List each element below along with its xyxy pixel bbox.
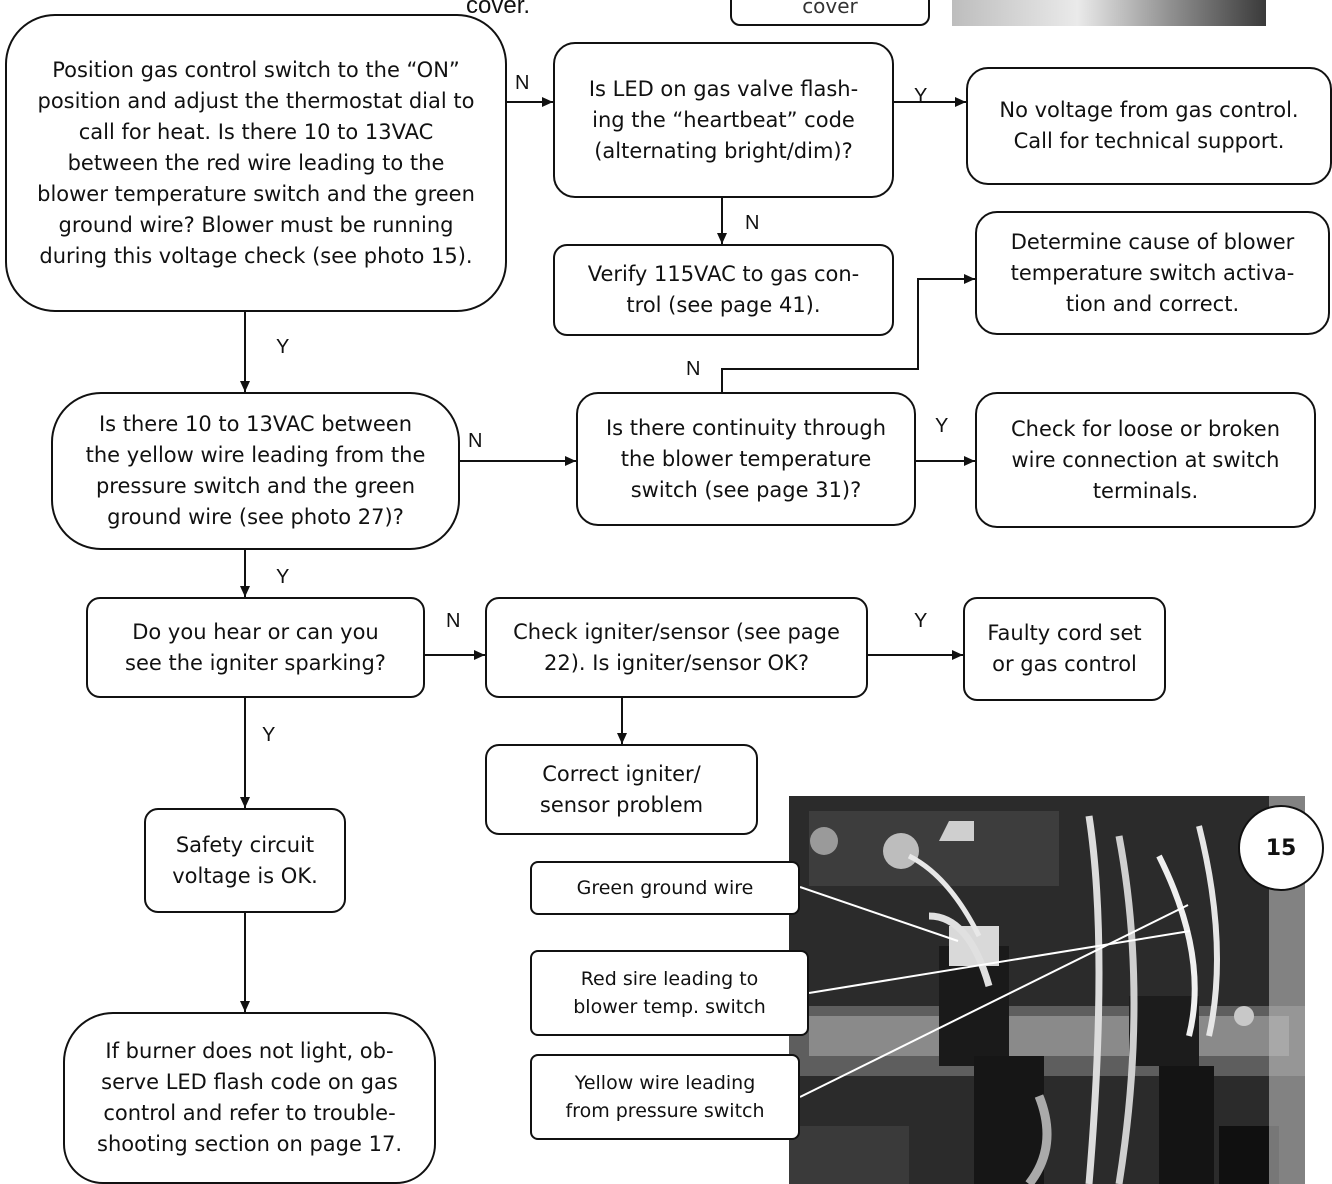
label-n-position-led: N <box>515 72 530 94</box>
label-y-position-yellow: Y <box>276 336 290 358</box>
box-verify-115vac: Verify 115VAC to gas con- trol (see page… <box>553 244 894 336</box>
label-n-yellow-continuity: N <box>468 430 483 452</box>
box-loose-wire: Check for loose or broken wire connectio… <box>975 392 1316 528</box>
box-yellow-wire-question: Is there 10 to 13VAC between the yellow … <box>51 392 460 550</box>
box-correct-igniter: Correct igniter/ sensor problem <box>485 744 758 835</box>
top-box-fragment: cover <box>730 0 930 26</box>
box-check-igniter: Check igniter/sensor (see page 22). Is i… <box>485 597 868 698</box>
box-burner-not-light: If burner does not light, ob- serve LED … <box>63 1012 436 1184</box>
top-text-fragment: cover. <box>466 0 531 19</box>
label-y-led-novoltage: Y <box>914 85 928 107</box>
box-hear-spark: Do you hear or can you see the igniter s… <box>86 597 425 698</box>
label-y-check-faulty: Y <box>914 610 928 632</box>
pointer-yellow-wire <box>799 904 1189 1098</box>
photo-number-badge: 15 <box>1238 805 1324 891</box>
box-no-voltage: No voltage from gas control. Call for te… <box>966 67 1332 185</box>
box-determine-cause: Determine cause of blower temperature sw… <box>975 211 1330 335</box>
photo-illustration <box>789 796 1305 1184</box>
pointer-red-wire <box>808 930 1191 994</box>
box-continuity: Is there continuity through the blower t… <box>576 392 916 526</box>
photo-15 <box>789 796 1305 1184</box>
box-safety-ok: Safety circuit voltage is OK. <box>144 808 346 913</box>
top-photo-fragment <box>952 0 1266 26</box>
label-y-hear-safety: Y <box>262 724 276 746</box>
callout-red-wire: Red sire leading to blower temp. switch <box>530 950 809 1036</box>
box-led-flashing: Is LED on gas valve flash- ing the “hear… <box>553 42 894 198</box>
arrow-continuity-to-determine <box>721 274 975 392</box>
label-y-yellow-hear: Y <box>276 566 290 588</box>
callout-yellow-wire: Yellow wire leading from pressure switch <box>530 1054 800 1140</box>
pointer-green-ground <box>799 886 959 942</box>
box-position-gas-control: Position gas control switch to the “ON” … <box>5 14 507 312</box>
label-n-continuity-determine: N <box>686 358 701 380</box>
callout-green-ground-wire: Green ground wire <box>530 861 800 915</box>
label-n-hear-check: N <box>446 610 461 632</box>
label-n-led-verify: N <box>745 212 760 234</box>
top-box-fragment-text: cover <box>802 0 858 18</box>
label-y-continuity-loose: Y <box>935 415 949 437</box>
box-faulty-cord: Faulty cord set or gas control <box>963 597 1166 701</box>
